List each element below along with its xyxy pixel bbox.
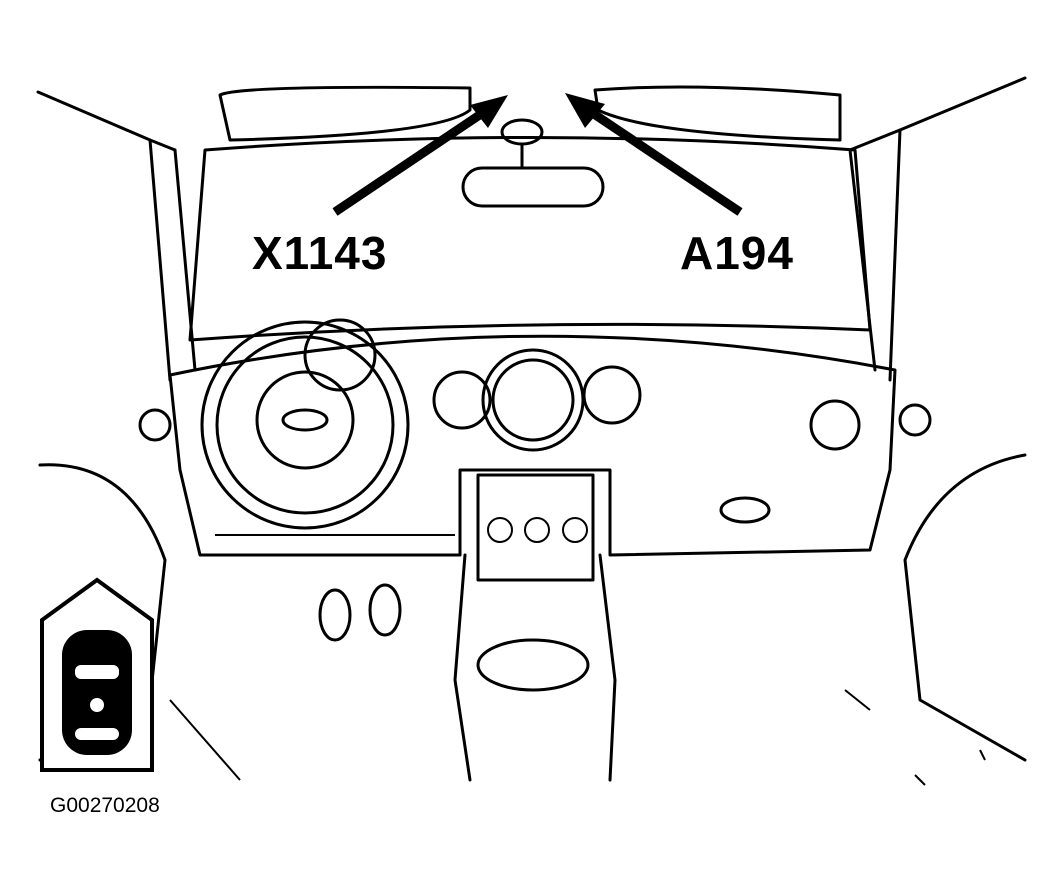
right-sun-visor <box>593 85 842 142</box>
center-console <box>453 553 617 782</box>
right-vent <box>582 365 642 425</box>
callout-label-x1143: X1143 <box>252 227 388 279</box>
left-a-pillar <box>148 138 197 382</box>
shifter-boot <box>476 638 590 692</box>
callout-arrow-left <box>332 95 508 216</box>
callout-arrow-right <box>565 93 743 216</box>
left-door <box>38 463 167 762</box>
airbag-hub <box>255 370 355 470</box>
figure-code: G00270208 <box>50 794 160 817</box>
speedometer <box>481 348 585 452</box>
left-vent <box>432 370 492 430</box>
rearview-mirror <box>461 166 605 208</box>
glovebox-handle <box>719 496 771 524</box>
right-roof-edge <box>848 76 1027 152</box>
dashboard <box>168 334 897 557</box>
location-inset-icon <box>40 577 154 772</box>
pedal <box>318 588 352 642</box>
left-sun-visor <box>218 85 472 142</box>
pedal <box>368 583 402 637</box>
right-door <box>903 453 1027 762</box>
passenger-vent <box>809 399 861 451</box>
interior-light <box>500 118 544 146</box>
center-stack <box>476 473 595 582</box>
left-roof-edge <box>36 90 177 152</box>
tachometer <box>303 318 377 392</box>
right-a-pillar <box>848 128 902 382</box>
steering-wheel <box>200 320 410 530</box>
callout-label-a194: A194 <box>680 227 794 279</box>
